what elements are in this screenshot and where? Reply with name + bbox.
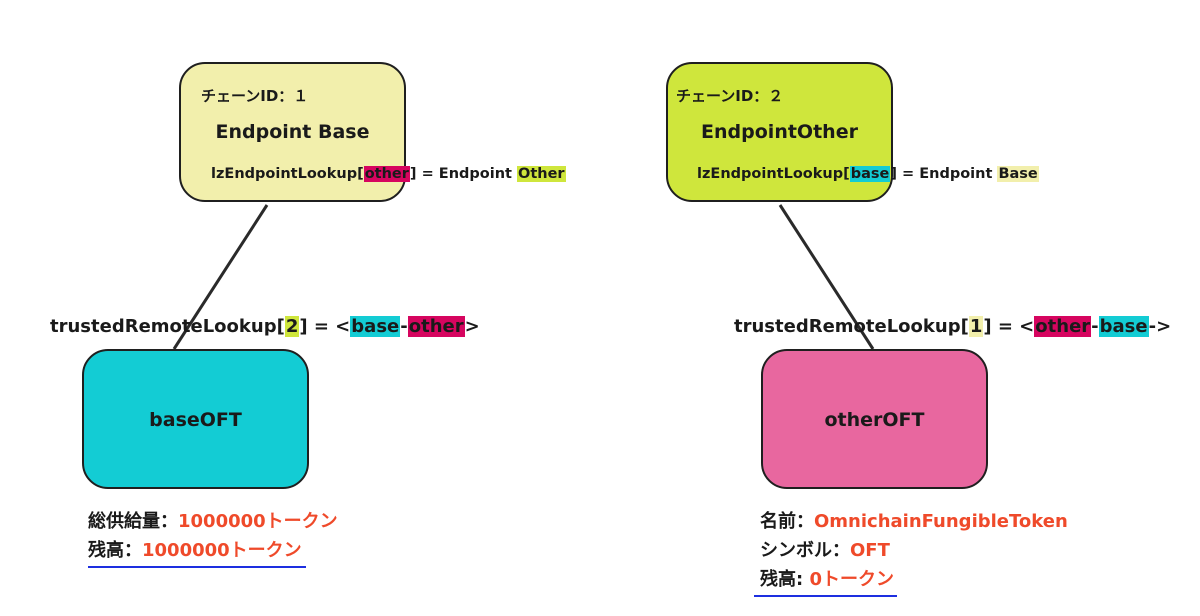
- balance-line: 残高：1000000トークン: [88, 536, 338, 568]
- lookup-prefix: lzEndpointLookup[: [211, 166, 364, 182]
- base-oft-info: 総供給量：1000000トークン 残高：1000000トークン: [88, 507, 338, 568]
- chain-id-label: チェーンID：２: [676, 87, 784, 105]
- trusted-suffix: ->: [1148, 316, 1172, 337]
- lookup-key-highlight: other: [363, 166, 410, 182]
- lookup-middle: ] = Endpoint: [409, 166, 518, 182]
- base-oft-node: baseOFT: [82, 349, 309, 489]
- trusted-middle: ] = <: [983, 316, 1035, 337]
- trusted-key-highlight: 1: [968, 316, 984, 337]
- symbol-label: シンボル：: [760, 540, 850, 561]
- trusted-suffix: >: [464, 316, 480, 337]
- name-value: OmnichainFungibleToken: [814, 511, 1068, 532]
- balance-label: 残高：: [88, 540, 142, 561]
- balance-underline: 残高：1000000トークン: [88, 536, 306, 568]
- chain-id-label: チェーンID：１: [201, 87, 309, 105]
- trusted-separator: -: [400, 316, 408, 337]
- trusted-part2-highlight: base: [1098, 316, 1149, 337]
- total-supply-line: 総供給量：1000000トークン: [88, 507, 338, 536]
- oft-title: otherOFT: [824, 409, 925, 431]
- balance-line: 残高: 0トークン: [754, 565, 1068, 597]
- endpoint-title: Endpoint Base: [215, 121, 370, 143]
- oft-title: baseOFT: [149, 409, 242, 431]
- lookup-middle: ] = Endpoint: [890, 166, 998, 182]
- lookup-key-highlight: base: [849, 166, 891, 182]
- lookup-value-highlight: Other: [517, 166, 566, 182]
- lookup-prefix: lzEndpointLookup[: [697, 166, 850, 182]
- symbol-value: OFT: [850, 540, 890, 561]
- name-label: 名前：: [760, 511, 814, 532]
- total-supply-label: 総供給量：: [88, 511, 178, 532]
- balance-underline: 残高: 0トークン: [754, 565, 897, 597]
- trusted-separator: -: [1091, 316, 1099, 337]
- trusted-key-highlight: 2: [284, 316, 300, 337]
- base-trusted-remote-lookup: trustedRemoteLookup[2] = <base-other>: [50, 313, 480, 341]
- lookup-value-highlight: Base: [997, 166, 1039, 182]
- trusted-part2-highlight: other: [407, 316, 465, 337]
- endpoint-base-lookup: lzEndpointLookup[other] = Endpoint Other: [211, 163, 566, 185]
- balance-value: 1000000トークン: [142, 540, 302, 561]
- endpoint-other-lookup: lzEndpointLookup[base] = Endpoint Base: [697, 163, 1039, 185]
- trusted-prefix: trustedRemoteLookup[: [50, 316, 285, 337]
- other-oft-info: 名前：OmnichainFungibleToken シンボル：OFT 残高: 0…: [754, 507, 1068, 597]
- symbol-line: シンボル：OFT: [760, 536, 1068, 565]
- other-oft-node: otherOFT: [761, 349, 988, 489]
- trusted-part1-highlight: base: [350, 316, 401, 337]
- other-trusted-remote-lookup: trustedRemoteLookup[1] = <other-base->: [734, 313, 1171, 341]
- endpoint-title: EndpointOther: [701, 121, 858, 143]
- balance-label: 残高:: [760, 569, 810, 590]
- trusted-middle: ] = <: [299, 316, 351, 337]
- total-supply-value: 1000000トークン: [178, 511, 338, 532]
- balance-value: 0トークン: [809, 569, 894, 590]
- name-line: 名前：OmnichainFungibleToken: [760, 507, 1068, 536]
- trusted-part1-highlight: other: [1034, 316, 1092, 337]
- trusted-prefix: trustedRemoteLookup[: [734, 316, 969, 337]
